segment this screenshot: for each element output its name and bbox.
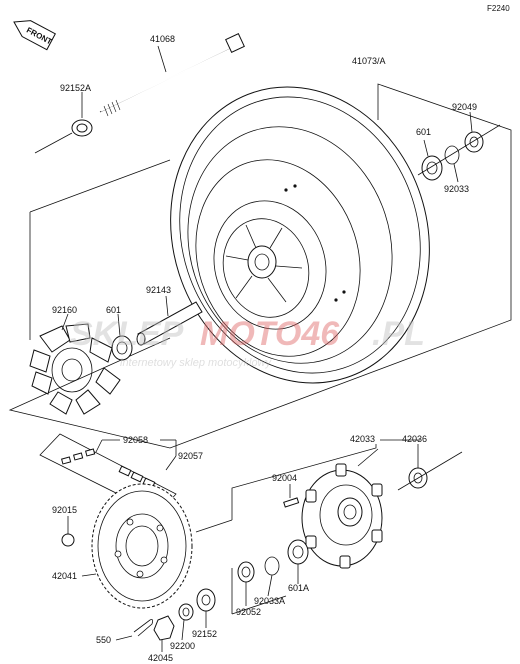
- label-92057: 92057: [178, 451, 203, 461]
- label-92015: 92015: [52, 505, 77, 515]
- rear-sprocket-42041: [81, 483, 193, 609]
- nut-92015: [61, 516, 75, 547]
- label-42033: 42033: [350, 434, 375, 444]
- label-92143: 92143: [146, 285, 171, 295]
- label-92200: 92200: [170, 641, 195, 651]
- label-601-right: 601: [416, 127, 431, 137]
- upper-group-outline: [8, 83, 512, 449]
- circlip-92033A: [264, 556, 280, 597]
- axle-nut-92152A: [34, 92, 93, 154]
- spacer-tube-92143: [136, 295, 203, 346]
- label-41073A: 41073/A: [352, 56, 386, 66]
- sprocket-hub-42033: [301, 448, 383, 569]
- castle-nut-42045: [153, 615, 175, 652]
- label-41068: 41068: [150, 34, 175, 44]
- wheel-bearing-601-right: [421, 139, 443, 181]
- label-601A: 601A: [288, 583, 309, 593]
- circlip-92033: [444, 145, 460, 183]
- lower-group-outline: [195, 439, 420, 615]
- collar-92052: [237, 561, 255, 606]
- watermark: SKLEP MOTO46 .PL internetowy sklep motoc…: [70, 315, 425, 369]
- stud-92004: [283, 484, 300, 508]
- label-42036: 42036: [402, 434, 427, 444]
- cotter-pin-550: [115, 619, 154, 641]
- label-550: 550: [96, 635, 111, 645]
- label-92160: 92160: [52, 305, 77, 315]
- label-92033A: 92033A: [254, 596, 285, 606]
- label-92052: 92052: [236, 607, 261, 617]
- nut-92200: [178, 603, 194, 641]
- label-92049: 92049: [452, 102, 477, 112]
- label-92152: 92152: [192, 629, 217, 639]
- label-92004: 92004: [272, 473, 297, 483]
- diagram-code: F2240: [487, 4, 510, 13]
- front-direction-tag: FRONT: [13, 20, 56, 51]
- watermark-brand-a: SKLEP: [70, 315, 184, 353]
- collar-92049: [464, 111, 484, 153]
- label-42041: 42041: [52, 571, 77, 581]
- label-92033: 92033: [444, 184, 469, 194]
- hub-collar-42036: [397, 444, 463, 491]
- axle-41068: [99, 33, 245, 117]
- label-92152A: 92152A: [60, 83, 91, 93]
- sprocket-washer-92152: [196, 588, 216, 628]
- watermark-brand-b: MOTO46: [200, 315, 340, 353]
- label-42045: 42045: [148, 653, 173, 663]
- watermark-tagline: internetowy sklep motocyklowy: [120, 357, 273, 369]
- wheel-rim-41073A: [170, 86, 430, 384]
- watermark-brand-c: .PL: [372, 315, 425, 353]
- label-92058: 92058: [123, 435, 148, 445]
- cush-damper-92160: [29, 313, 121, 415]
- label-601-left: 601: [106, 305, 121, 315]
- hub-bearing-601A: [287, 539, 309, 584]
